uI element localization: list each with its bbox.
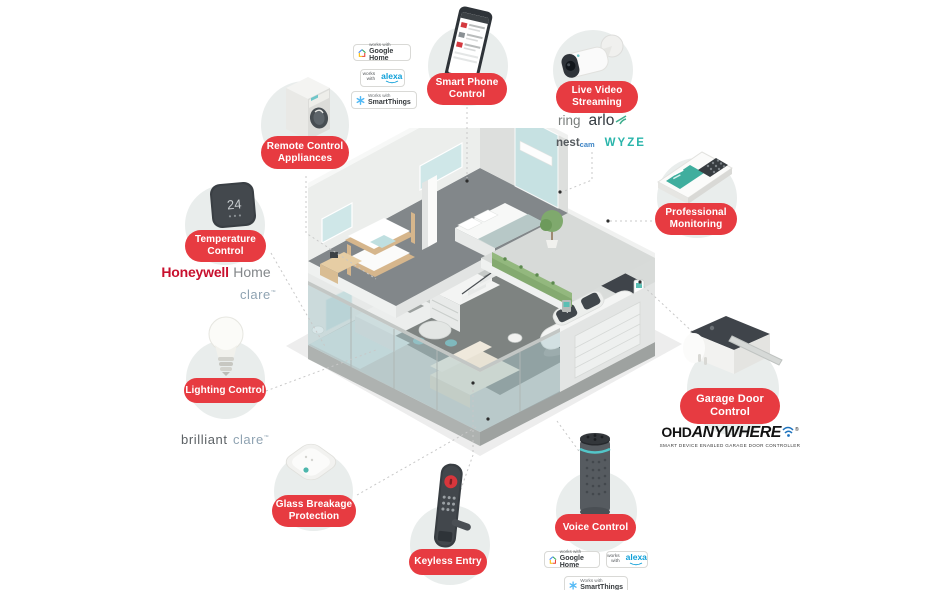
label-lighting-control[interactable]: Lighting Control: [184, 378, 266, 403]
arlo-leaf-icon: [615, 115, 627, 125]
wyze-logo: WYZE: [604, 137, 646, 149]
thermostat-reading: 24: [226, 196, 242, 212]
honeywell-home-logo: Honeywell Home: [161, 264, 271, 280]
brilliant-logo: brilliant: [181, 432, 228, 447]
works-with-smartthings-badge-2: Works with SmartThings: [564, 576, 628, 590]
wifi-signal-icon: [782, 426, 794, 437]
bed: [455, 203, 545, 261]
google-home-icon: [549, 555, 557, 564]
works-with-alexa-badge: works with alexa: [360, 69, 405, 87]
nest-cam-logo: nestcam: [556, 137, 595, 149]
smart-speaker-icon: [579, 433, 611, 517]
glass-walls: [308, 281, 560, 432]
glass-break-sensor-icon: [285, 443, 337, 481]
security-camera-icon: [561, 34, 624, 78]
window: [419, 141, 463, 192]
clare-logo-2: clare™: [233, 432, 270, 447]
smartphone-icon: [444, 6, 493, 86]
arlo-logo: arlo: [589, 112, 628, 130]
garage-opener-icon: [683, 316, 783, 374]
label-garage-door-control[interactable]: Garage Door Control: [680, 388, 780, 424]
alexa-smile: [630, 562, 643, 565]
dining-table: [418, 320, 452, 340]
thermostat-icon: 24: [209, 181, 257, 229]
terrace-tree: [540, 210, 563, 248]
video-brands-row2: nestcam WYZE: [556, 133, 646, 151]
washing-machine-icon: [286, 77, 330, 140]
clare-logo: clare™: [240, 287, 277, 302]
label-remote-control-appliances[interactable]: Remote Control Appliances: [261, 136, 349, 169]
works-with-alexa-badge-2: works with alexa: [606, 551, 648, 568]
ring-logo: ring: [558, 113, 581, 128]
google-home-icon: [358, 48, 366, 57]
security-panel-icon: [657, 151, 733, 204]
ac-unit: [519, 140, 553, 167]
lightbulb-icon: [208, 316, 244, 376]
label-temperature-control[interactable]: Temperature Control: [185, 230, 266, 262]
robot-vacuum: [507, 333, 523, 343]
works-with-google-home-badge: works with Google Home: [353, 42, 411, 62]
smartthings-icon: [569, 580, 577, 590]
ohd-anywhere-logo: OHDANYWHERE® SMART DEVICE ENABLED GARAGE…: [659, 424, 801, 448]
green-planter: [492, 256, 572, 307]
label-smart-phone-control[interactable]: Smart Phone Control: [427, 73, 507, 105]
label-keyless-entry[interactable]: Keyless Entry: [409, 549, 487, 575]
alexa-smile: [385, 80, 399, 84]
video-brands-row1: ring arlo: [558, 112, 627, 130]
label-professional-monitoring[interactable]: Professional Monitoring: [655, 203, 737, 235]
smartthings-icon: [356, 95, 365, 105]
works-with-smartthings-badge: Works with SmartThings: [351, 91, 417, 109]
works-with-google-home-badge-2: works with Google Home: [544, 549, 600, 569]
door-lock-icon: [433, 463, 471, 548]
house-illustration: [286, 128, 682, 456]
label-voice-control[interactable]: Voice Control: [555, 514, 636, 541]
label-live-video-streaming[interactable]: Live Video Streaming: [556, 81, 638, 113]
label-glass-breakage-protection[interactable]: Glass Breakage Protection: [272, 495, 356, 527]
